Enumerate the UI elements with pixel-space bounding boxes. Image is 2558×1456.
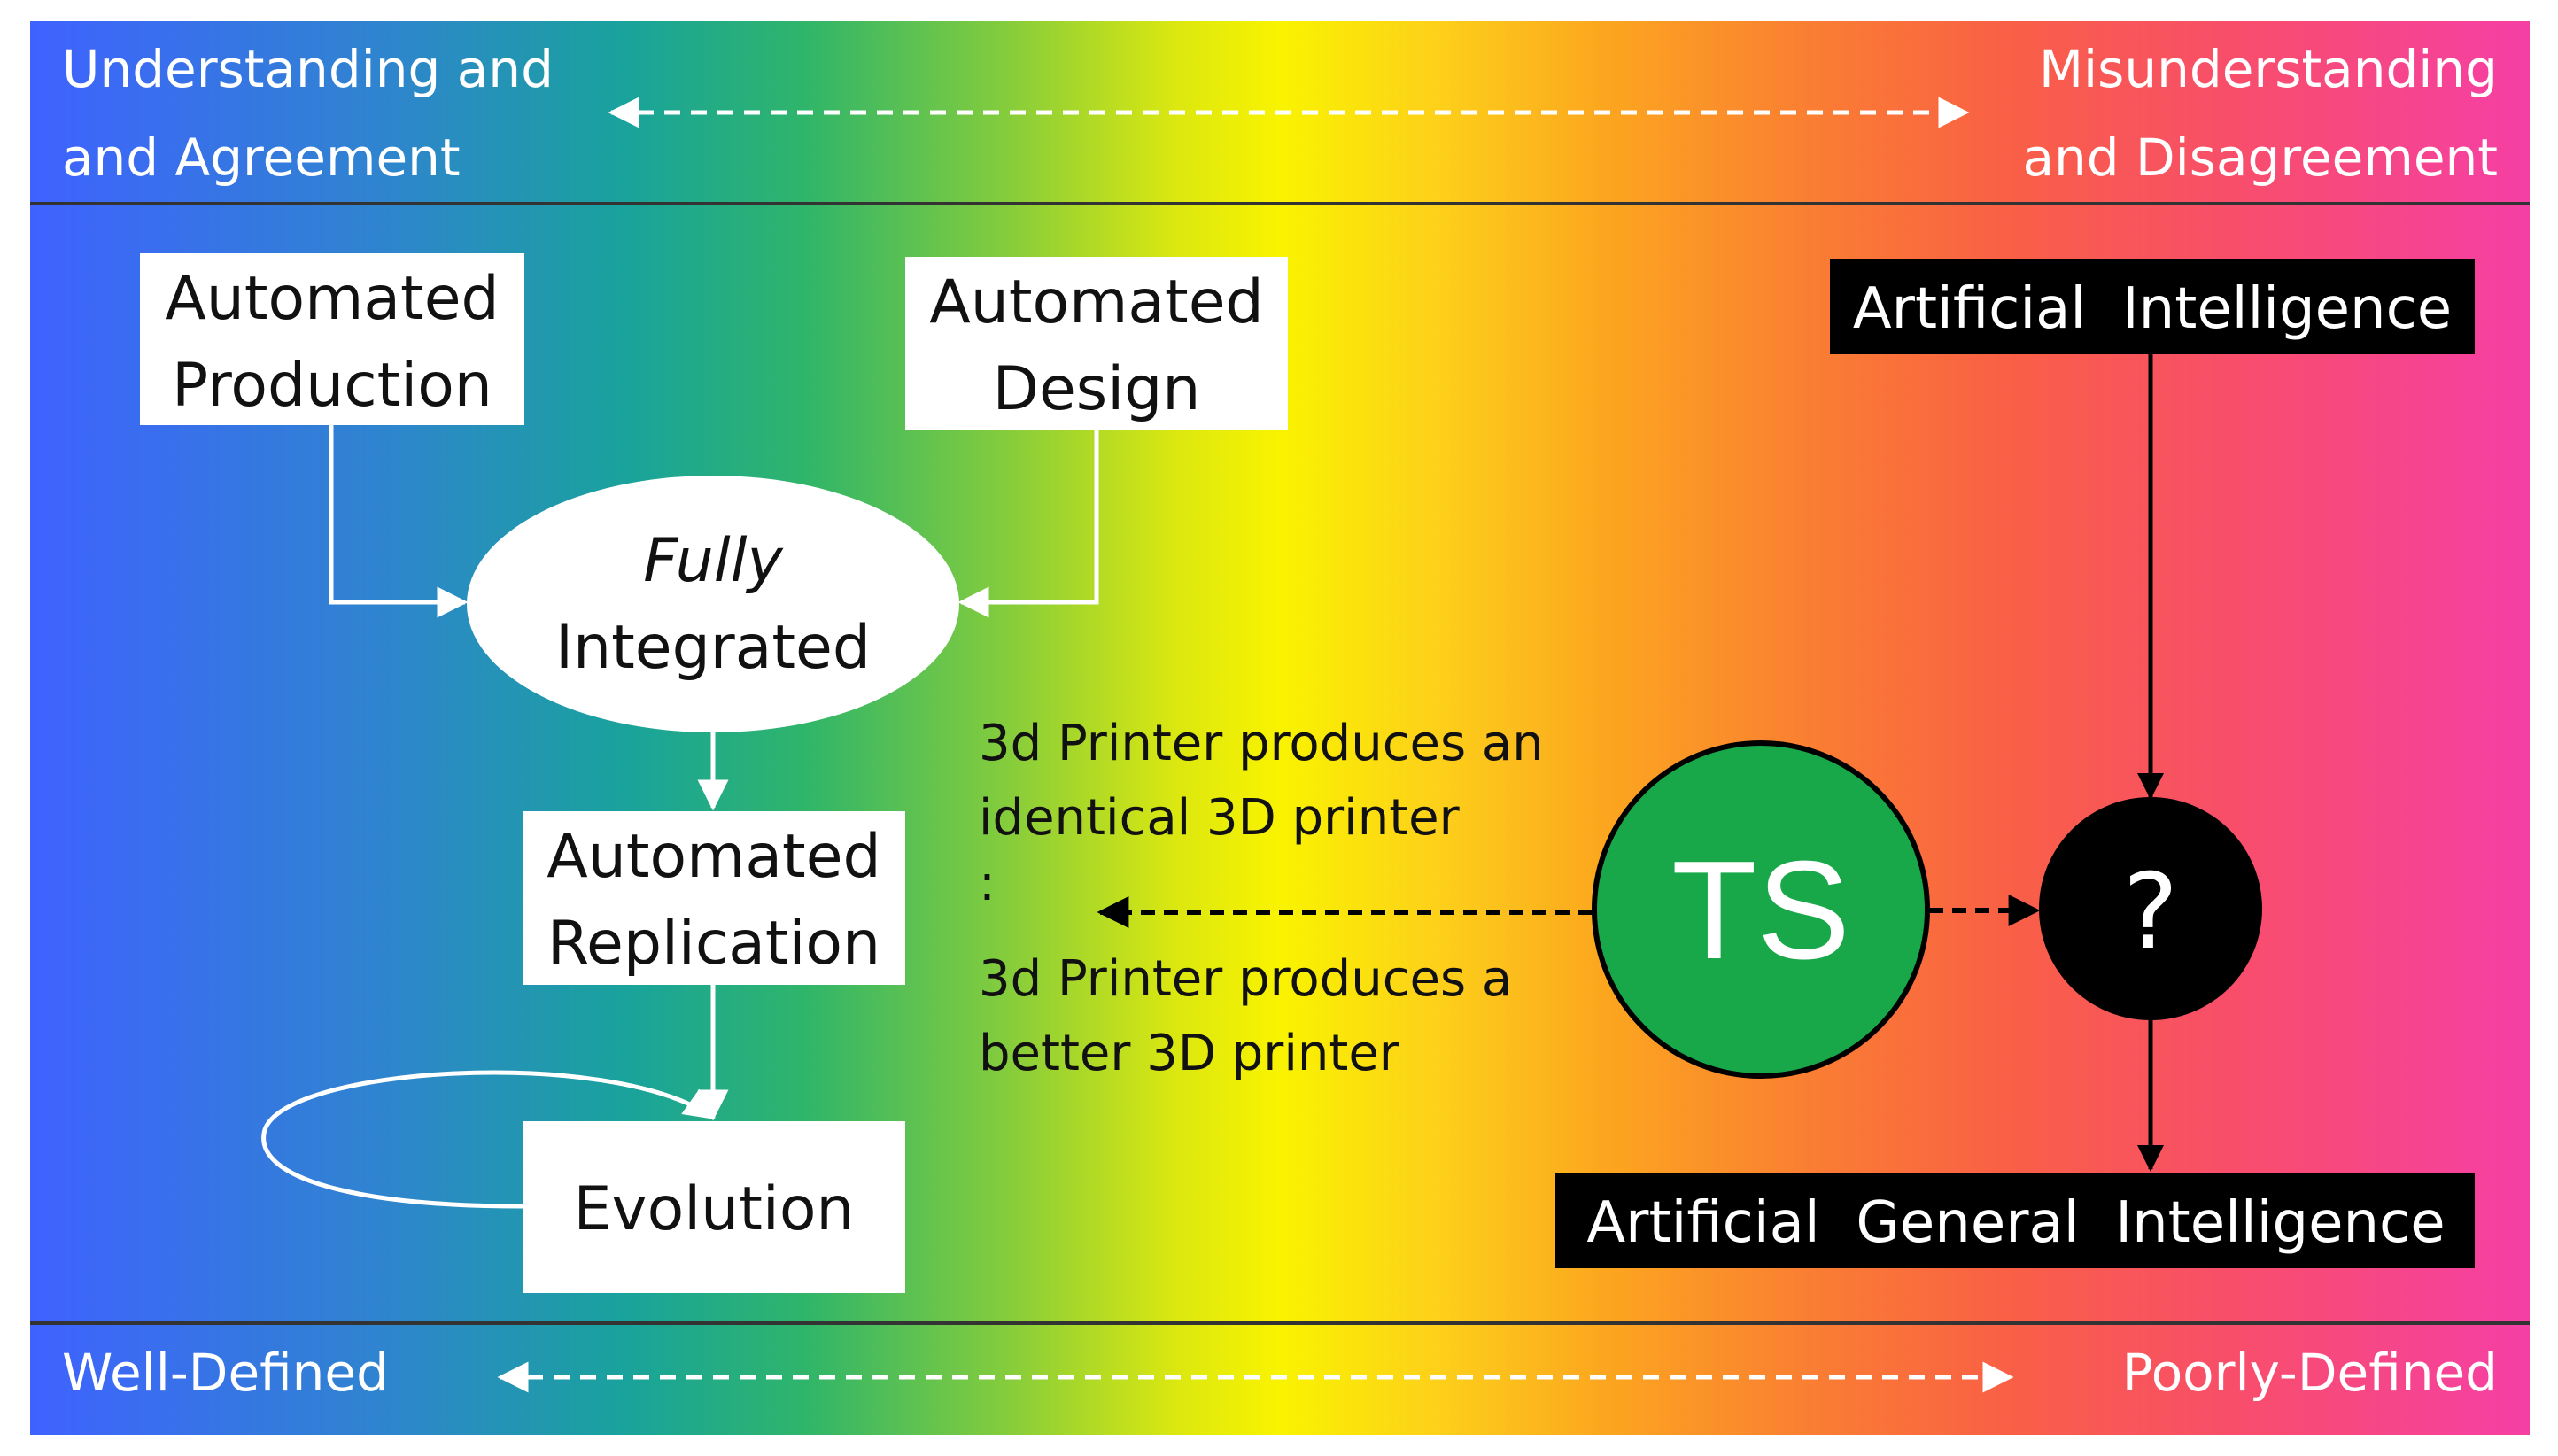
top-left-label-line2: and Agreement [62,128,461,188]
automated-design-line1: Automated [929,267,1263,337]
bottom-right-label: Poorly-Defined [2122,1343,2498,1403]
design-to-integrated-arrow [957,430,1099,618]
printer-note-line4: better 3D printer [979,1025,1400,1082]
printer-note-line1: 3d Printer produces an [979,715,1544,772]
automated-production-line1: Automated [165,264,499,334]
evolution-node: Evolution [523,1121,905,1293]
automated-design-node: Automated Design [905,257,1288,430]
bottom-left-label: Well-Defined [62,1343,389,1403]
evolution-feedback-loop [261,1070,716,1209]
ts-label: TS [1671,833,1850,988]
printer-note-line3: 3d Printer produces a [979,950,1512,1008]
fully-integrated-line2: Integrated [555,613,871,683]
printer-note-line2: identical 3D printer [979,789,1461,847]
automated-production-node: Automated Production [140,253,524,425]
printer-note-separator: : [979,855,996,912]
unknown-label: ? [2123,850,2179,972]
top-right-label-line1: Misunderstanding [2039,39,2498,99]
automated-replication-line2: Replication [547,909,880,979]
artificial-general-intelligence-label: Artificial General Intelligence [1586,1190,2445,1256]
top-left-label-line1: Understanding and [62,39,554,99]
printer-note: 3d Printer produces an identical 3D prin… [979,715,1544,1082]
evolution-label: Evolution [573,1174,854,1244]
unknown-node: ? [2039,797,2262,1020]
ts-node: TS [1592,740,1930,1079]
fully-integrated-node: Fully Integrated [467,476,959,732]
automated-replication-node: Automated Replication [523,811,905,985]
fully-integrated-line1: Fully [643,526,783,596]
automated-production-line2: Production [172,351,492,421]
automated-replication-line1: Automated [546,822,880,892]
automated-design-line2: Design [993,354,1201,424]
artificial-intelligence-label: Artificial Intelligence [1853,276,2452,342]
top-right-label-line2: and Disagreement [2022,128,2498,188]
production-to-integrated-arrow [329,425,469,618]
artificial-intelligence-node: Artificial Intelligence [1830,259,2475,354]
artificial-general-intelligence-node: Artificial General Intelligence [1555,1173,2475,1268]
